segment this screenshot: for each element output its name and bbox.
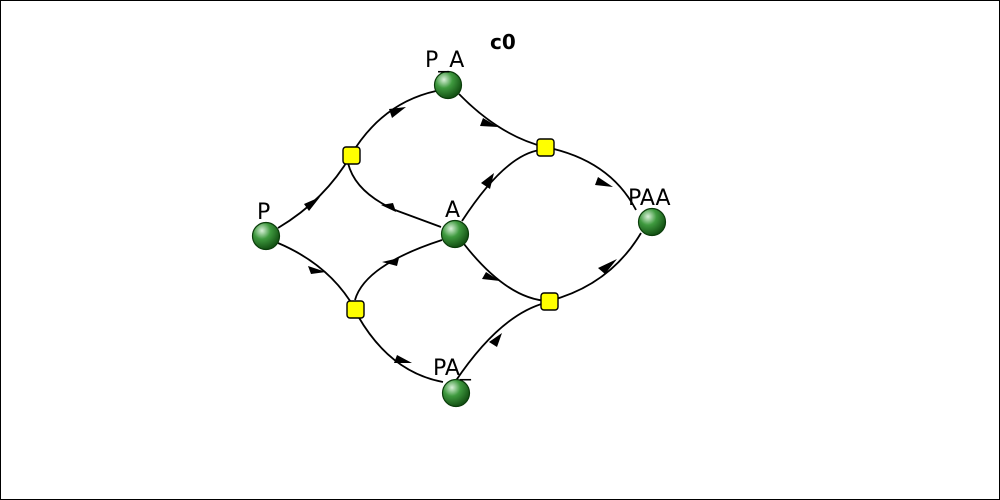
arrowhead-a-r1 — [381, 203, 396, 212]
species-labels: P P_A A PA_ PAA — [257, 48, 671, 381]
edge-p-to-r2 — [277, 242, 356, 310]
species-label-pa: PA_ — [433, 356, 472, 381]
species-label-a: A — [445, 198, 460, 223]
species-node-p[interactable] — [251, 221, 281, 251]
arrowhead-r4-paa — [598, 259, 617, 274]
reaction-node-r2[interactable] — [346, 300, 365, 319]
edge-a-to-r2 — [354, 239, 443, 301]
edge-a-to-r3 — [461, 149, 541, 222]
reaction-node-r3[interactable] — [536, 138, 555, 157]
species-node-pa[interactable] — [441, 378, 471, 408]
species-node-p-a[interactable] — [433, 70, 463, 100]
arrowhead-a-r3 — [481, 173, 494, 189]
reaction-node-r4[interactable] — [540, 292, 559, 311]
species-label-p: P — [257, 200, 270, 225]
arrowhead-p-a-r3 — [480, 118, 498, 127]
arrowheads — [304, 107, 617, 363]
arrowhead-a-r2 — [382, 258, 399, 266]
edge-r1-to-p-a — [350, 90, 437, 156]
edge-r2-to-pa — [357, 315, 444, 383]
diagram-title: c0 — [490, 30, 516, 54]
arrowhead-p-r1 — [304, 197, 320, 211]
reaction-node-r1[interactable] — [342, 146, 361, 165]
species-nodes — [251, 70, 667, 408]
arrowhead-r2-pa — [394, 355, 412, 363]
arrowhead-pa-r4 — [489, 333, 502, 347]
species-label-p-a: P_A — [425, 48, 464, 73]
arrowhead-r1-p-a — [389, 107, 406, 118]
species-label-paa: PAA — [628, 186, 671, 211]
edge-p-to-r1 — [277, 154, 352, 229]
arrowhead-a-r4 — [482, 272, 500, 281]
arrowhead-p-r2 — [308, 266, 326, 274]
edge-a-to-r1 — [347, 162, 442, 228]
species-node-paa[interactable] — [637, 207, 667, 237]
edge-pa-to-r4 — [454, 302, 546, 383]
edge-a-to-r4 — [463, 243, 550, 302]
reaction-nodes — [342, 138, 559, 319]
arrowhead-r3-paa — [595, 177, 613, 187]
species-node-a[interactable] — [440, 219, 470, 249]
edge-p-a-to-r3 — [458, 93, 546, 148]
edge-r4-to-paa — [548, 232, 642, 302]
edge-r3-to-paa — [544, 146, 637, 211]
